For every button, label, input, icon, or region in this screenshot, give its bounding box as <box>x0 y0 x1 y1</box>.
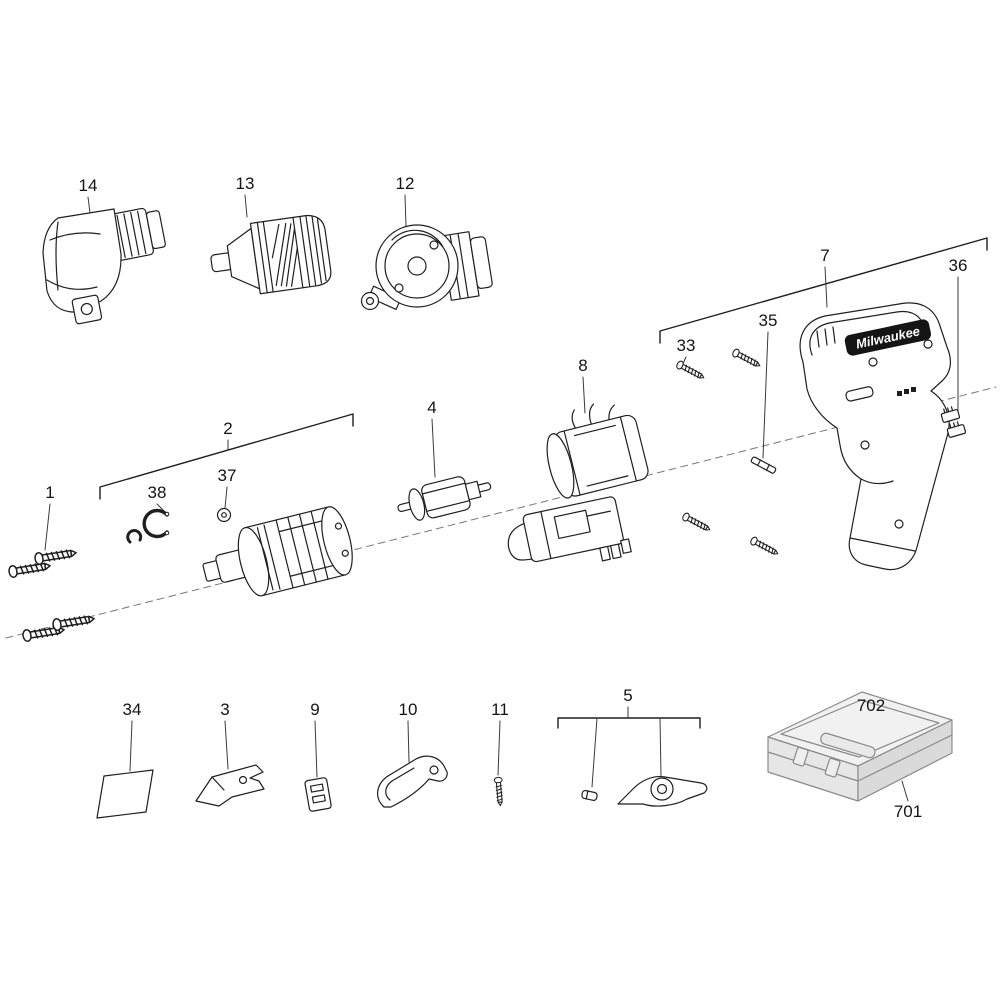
bracket-part-7 <box>659 237 988 344</box>
part-3-belt-clip <box>195 764 265 807</box>
part-34-label-sticker <box>96 769 154 819</box>
assembly-axis-line <box>5 386 997 639</box>
part-36-contact-set <box>940 406 967 438</box>
part-4-armature <box>397 476 492 521</box>
part-2-gearbox-assembly <box>202 506 353 597</box>
part-37-washer <box>216 507 232 523</box>
part-label-3: 3 <box>220 700 230 719</box>
part-label-37: 37 <box>217 466 237 485</box>
bracket-part-2 <box>99 413 354 500</box>
part-5-lever-set <box>581 775 708 807</box>
part-38-retaining-ring <box>126 508 170 544</box>
part-13-chuck <box>210 214 332 295</box>
part-14-right-angle-attachment <box>42 207 166 325</box>
part-label-8: 8 <box>578 356 588 375</box>
part-label-7: 7 <box>820 246 830 265</box>
part-label-36: 36 <box>948 256 968 275</box>
part-8-motor-stator <box>546 403 649 499</box>
part-label-10: 10 <box>398 700 418 719</box>
case-latch <box>792 746 809 767</box>
part-12-offset-gear-attachment <box>360 224 493 311</box>
part-35-screws <box>680 347 781 558</box>
part-label-35: 35 <box>758 311 778 330</box>
part-5-pin <box>581 789 598 801</box>
part-label-11: 11 <box>491 700 509 719</box>
part-label-38: 38 <box>147 483 167 502</box>
part-label-2: 2 <box>223 419 233 438</box>
part-label-33: 33 <box>676 336 696 355</box>
part-label-701: 701 <box>893 802 923 821</box>
part-11-screw <box>493 776 505 807</box>
case-latch <box>824 757 841 778</box>
part-label-34: 34 <box>122 700 142 719</box>
part-label-702: 702 <box>856 696 886 715</box>
bracket-part-5 <box>557 717 701 729</box>
part-label-12: 12 <box>395 174 415 193</box>
part-label-14: 14 <box>78 176 98 195</box>
case-handle-recess <box>820 732 876 759</box>
part-33-screw <box>674 359 707 382</box>
part-7-housing-assembly: Milwaukee <box>799 302 952 571</box>
part-label-1: 1 <box>45 483 55 502</box>
part-label-4: 4 <box>427 398 437 417</box>
part-701-702-carrying-case <box>767 691 953 802</box>
group-brackets <box>99 237 988 729</box>
leader-lines <box>44 194 959 802</box>
fuel-gauge-dots <box>897 391 902 396</box>
part-label-13: 13 <box>235 174 255 193</box>
part-10-belt-hook <box>377 755 448 808</box>
part-label-9: 9 <box>310 700 320 719</box>
part-1-screws <box>7 546 96 643</box>
part-8-switch-assembly <box>507 496 632 563</box>
part-label-5: 5 <box>623 686 633 705</box>
part-9-bit-holder <box>304 777 332 812</box>
case-right-face <box>857 719 953 802</box>
